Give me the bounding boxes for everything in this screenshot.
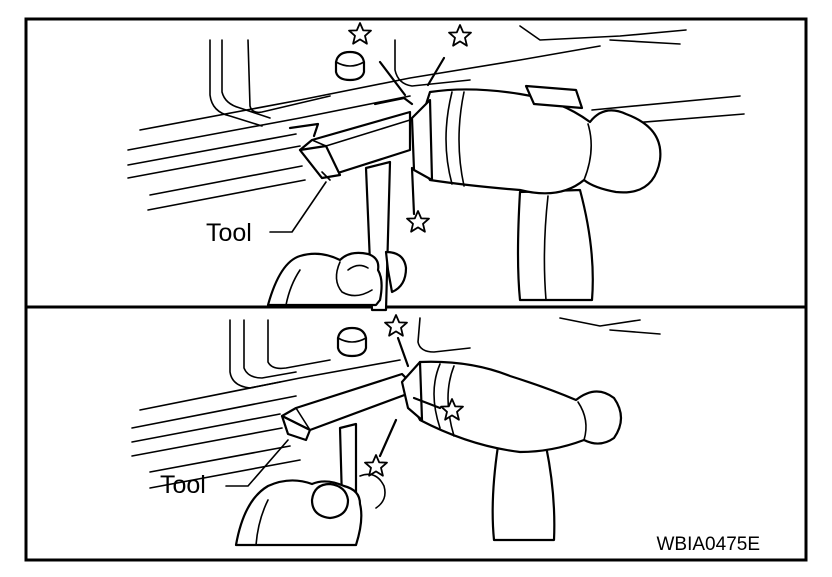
hand xyxy=(234,473,386,547)
slot-mark xyxy=(288,122,320,138)
star-icon xyxy=(364,454,388,477)
tool-label-bottom: Tool xyxy=(160,471,206,499)
figure-code: WBIA0475E xyxy=(657,534,761,555)
panel-top: Tool xyxy=(127,22,745,312)
slot-mark xyxy=(373,96,414,106)
hammer xyxy=(410,84,662,302)
body-panel-sketch xyxy=(127,25,745,211)
star-icon xyxy=(448,24,472,47)
hand xyxy=(266,250,408,307)
star-icon xyxy=(348,22,372,45)
clip-bump xyxy=(334,50,366,82)
star-icon xyxy=(384,314,408,337)
punch-tool xyxy=(280,372,420,502)
tool-label-top: Tool xyxy=(206,219,252,247)
figure-frame xyxy=(24,17,808,562)
clip-bump xyxy=(336,326,368,358)
hammer xyxy=(400,360,623,542)
body-panel-sketch xyxy=(131,317,661,489)
star-icon xyxy=(406,210,430,233)
panel-bottom: Tool xyxy=(131,314,661,547)
